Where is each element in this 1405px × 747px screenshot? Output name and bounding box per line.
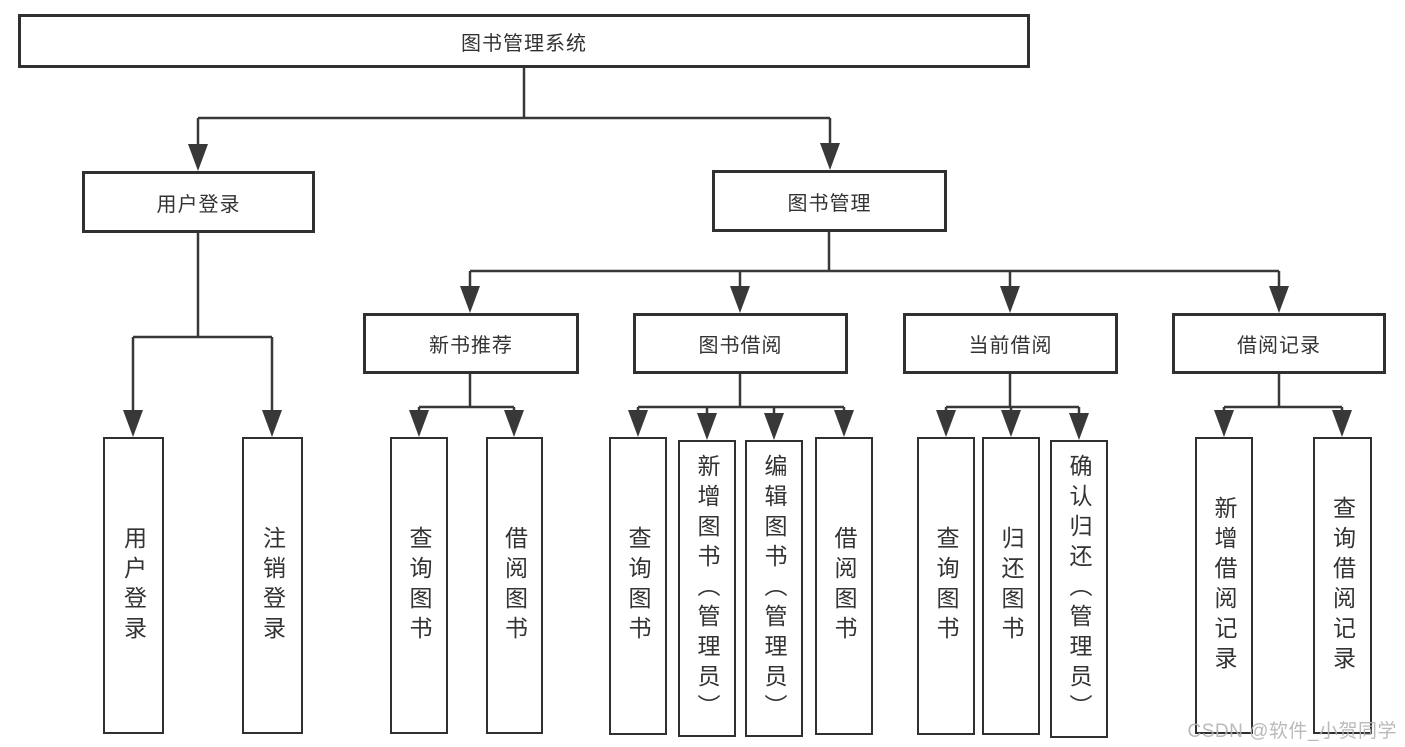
node-book-management-branch: 图书管理 — [712, 170, 947, 232]
leaf-logout: 注销登录 — [242, 437, 303, 734]
leaf-add-book-admin: 新增图书（管理员） — [678, 440, 736, 737]
leaf-query-borrow-record-label: 查询借阅记录 — [1329, 495, 1356, 676]
leaf-query-books-current: 查询图书 — [917, 437, 975, 735]
leaf-add-borrow-record: 新增借阅记录 — [1195, 437, 1253, 734]
node-root-label: 图书管理系统 — [461, 32, 587, 55]
node-current-borrow: 当前借阅 — [903, 313, 1118, 374]
arrowheads — [123, 143, 1352, 440]
leaf-borrow-books: 借阅图书 — [815, 437, 873, 735]
node-book-borrow: 图书借阅 — [633, 313, 848, 374]
leaf-query-books-current-label: 查询图书 — [933, 526, 959, 646]
leaf-borrow-books-recommend: 借阅图书 — [486, 437, 543, 734]
leaf-borrow-books-label: 借阅图书 — [831, 526, 857, 646]
node-new-book-recommend: 新书推荐 — [363, 313, 579, 374]
leaf-edit-book-admin: 编辑图书（管理员） — [745, 440, 803, 737]
leaf-return-book: 归还图书 — [982, 437, 1040, 735]
leaf-user-login: 用户登录 — [103, 437, 164, 734]
leaf-confirm-return-admin-label: 确认归还（管理员） — [1066, 454, 1092, 724]
csdn-watermark: CSDN @软件_小贺同学 — [1187, 721, 1397, 742]
node-borrow-records: 借阅记录 — [1172, 313, 1386, 374]
node-user-login-branch: 用户登录 — [82, 171, 315, 233]
leaf-add-book-admin-label: 新增图书（管理员） — [694, 453, 720, 724]
leaf-edit-book-admin-label: 编辑图书（管理员） — [761, 453, 787, 724]
node-new-book-recommend-label: 新书推荐 — [429, 335, 513, 357]
leaf-borrow-books-recommend-label: 借阅图书 — [501, 525, 528, 646]
node-book-management-branch-label: 图书管理 — [787, 192, 872, 215]
leaf-logout-label: 注销登录 — [259, 525, 286, 646]
leaf-confirm-return-admin: 确认归还（管理员） — [1050, 440, 1108, 738]
node-book-borrow-label: 图书借阅 — [698, 335, 783, 357]
leaf-query-books-borrow-label: 查询图书 — [625, 526, 651, 646]
node-user-login-branch-label: 用户登录 — [156, 193, 241, 216]
leaf-query-books-recommend-label: 查询图书 — [406, 525, 432, 646]
node-root-system: 图书管理系统 — [18, 14, 1030, 68]
node-borrow-records-label: 借阅记录 — [1237, 335, 1321, 357]
leaf-user-login-label: 用户登录 — [120, 525, 147, 646]
leaf-return-book-label: 归还图书 — [998, 526, 1024, 646]
leaf-query-books-borrow: 查询图书 — [609, 437, 667, 735]
leaf-add-borrow-record-label: 新增借阅记录 — [1211, 495, 1237, 676]
leaf-query-books-recommend: 查询图书 — [390, 437, 448, 734]
leaf-query-borrow-record: 查询借阅记录 — [1313, 437, 1372, 734]
node-current-borrow-label: 当前借阅 — [968, 335, 1053, 357]
